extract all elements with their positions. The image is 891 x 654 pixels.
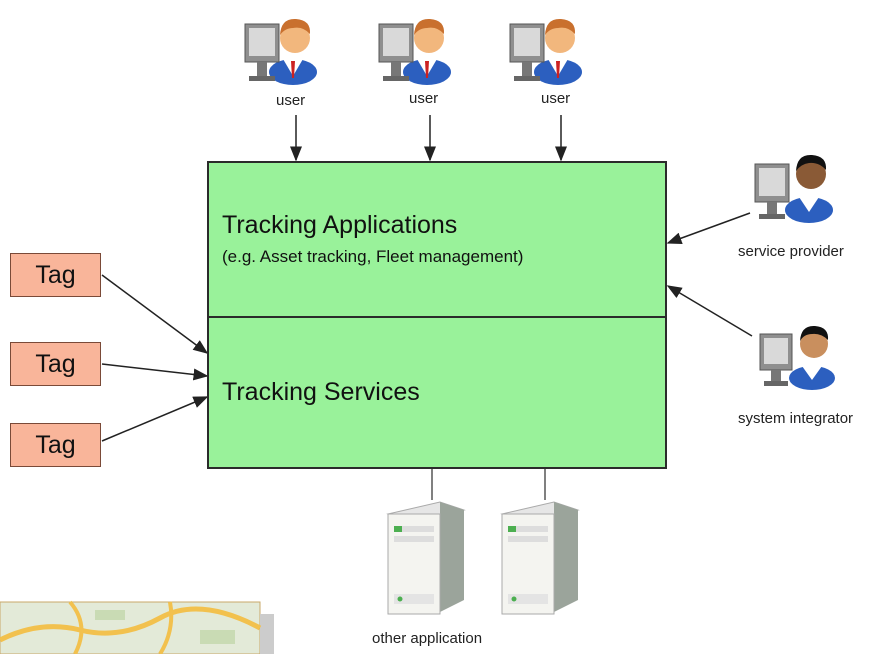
server-icon [386,501,466,615]
arrow-tag-2 [101,363,209,381]
user-label: user [276,92,306,109]
user-label: user [541,90,571,107]
map-thumbnail-image [0,600,274,654]
applications-subtitle: (e.g. Asset tracking, Fleet management) [222,247,524,266]
applications-title: Tracking Applications [222,211,458,239]
tag-box: Tag [10,342,101,386]
user-at-computer-icon [244,18,317,85]
service-provider-label: service provider [738,243,844,260]
other-application-label: other application [372,630,483,647]
arrow-tag-3 [101,396,209,442]
tag-box: Tag [10,253,101,297]
system-integrator-label: system integrator [738,410,854,427]
tag-box: Tag [10,423,101,467]
arrow-system-integrator [666,285,753,337]
service-provider-icon [754,154,833,223]
arrow-service-provider [666,212,751,244]
user-at-computer-icon [509,18,582,85]
tracking-services-box: Tracking Services [207,316,667,469]
arrow-tag-1 [101,274,209,354]
tracking-applications-box: Tracking Applications (e.g. Asset tracki… [207,161,667,318]
services-title: Tracking Services [222,378,420,406]
system-integrator-icon [759,325,835,390]
user-label: user [409,90,439,107]
server-icon [500,501,580,615]
user-at-computer-icon [378,18,451,85]
